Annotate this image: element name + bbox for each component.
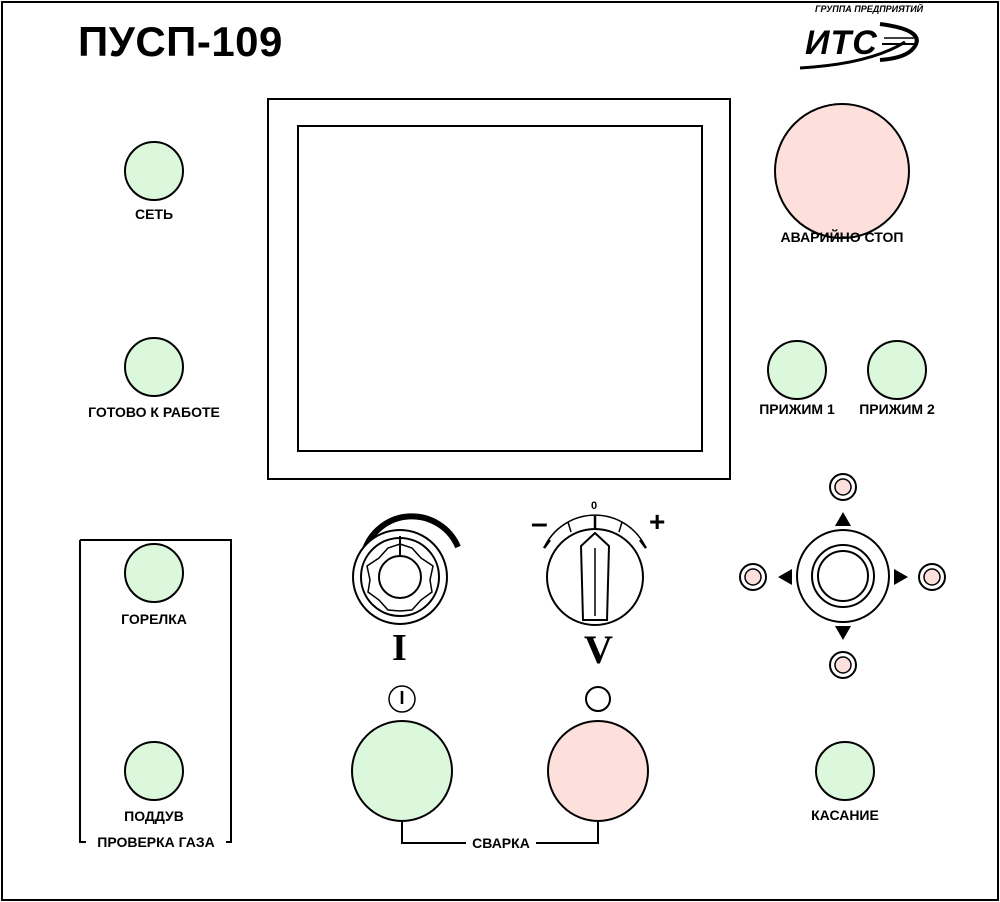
arrow-left-icon <box>778 569 792 585</box>
stop-symbol: O <box>592 688 604 709</box>
voltage-scale-arc <box>543 514 647 549</box>
voltage-symbol: V <box>584 627 613 672</box>
arrow-down-icon <box>835 626 851 640</box>
start-indicator-icon <box>388 685 416 713</box>
emergency-stop-button[interactable] <box>774 103 910 239</box>
torch-button[interactable] <box>124 543 184 603</box>
clamp2-label: ПРИЖИМ 2 <box>859 401 935 417</box>
clamp1-label: ПРИЖИМ 1 <box>759 401 835 417</box>
gas-check-label: ПРОВЕРКА ГАЗА <box>86 834 226 850</box>
arrow-right-icon <box>894 569 908 585</box>
clamp1-button[interactable] <box>767 340 827 400</box>
ready-lamp <box>124 337 184 397</box>
nav-down-button[interactable] <box>829 651 857 679</box>
nav-up-button[interactable] <box>829 473 857 501</box>
welding-bracket <box>401 821 599 844</box>
logo-swoosh-icon <box>799 22 919 70</box>
current-knob[interactable] <box>352 513 461 625</box>
voltage-minus: – <box>531 507 548 540</box>
weld-stop-button[interactable] <box>547 720 649 822</box>
display-screen <box>297 125 703 452</box>
touch-lamp <box>815 741 875 801</box>
navigation-pad[interactable] <box>796 529 890 623</box>
stop-indicator-icon <box>585 686 611 712</box>
start-symbol: I <box>399 688 405 708</box>
logo-caption: ГРУППА ПРЕДПРИЯТИЙ <box>815 4 924 14</box>
voltage-plus: + <box>649 506 666 537</box>
nav-left-button[interactable] <box>739 563 767 591</box>
device-title: ПУСП-109 <box>78 18 283 65</box>
current-scale-arc <box>361 513 461 553</box>
clamp2-button[interactable] <box>867 340 927 400</box>
arrow-up-icon <box>835 512 851 526</box>
nav-right-button[interactable] <box>918 563 946 591</box>
welding-label: СВАРКА <box>466 835 536 851</box>
logo-text: ИТС <box>805 24 878 62</box>
purge-button[interactable] <box>124 741 184 801</box>
network-label: СЕТЬ <box>134 206 174 222</box>
purge-label: ПОДДУВ <box>124 808 184 824</box>
weld-start-button[interactable] <box>351 720 453 822</box>
voltage-knob[interactable] <box>543 514 647 626</box>
ready-label: ГОТОВО К РАБОТЕ <box>88 404 220 420</box>
emergency-label: АВАРИЙНО СТОП <box>780 229 904 245</box>
touch-label: КАСАНИЕ <box>811 807 879 823</box>
torch-label: ГОРЕЛКА <box>121 611 187 627</box>
network-lamp <box>124 141 184 201</box>
voltage-zero: 0 <box>591 500 598 512</box>
current-symbol: I <box>392 627 407 669</box>
